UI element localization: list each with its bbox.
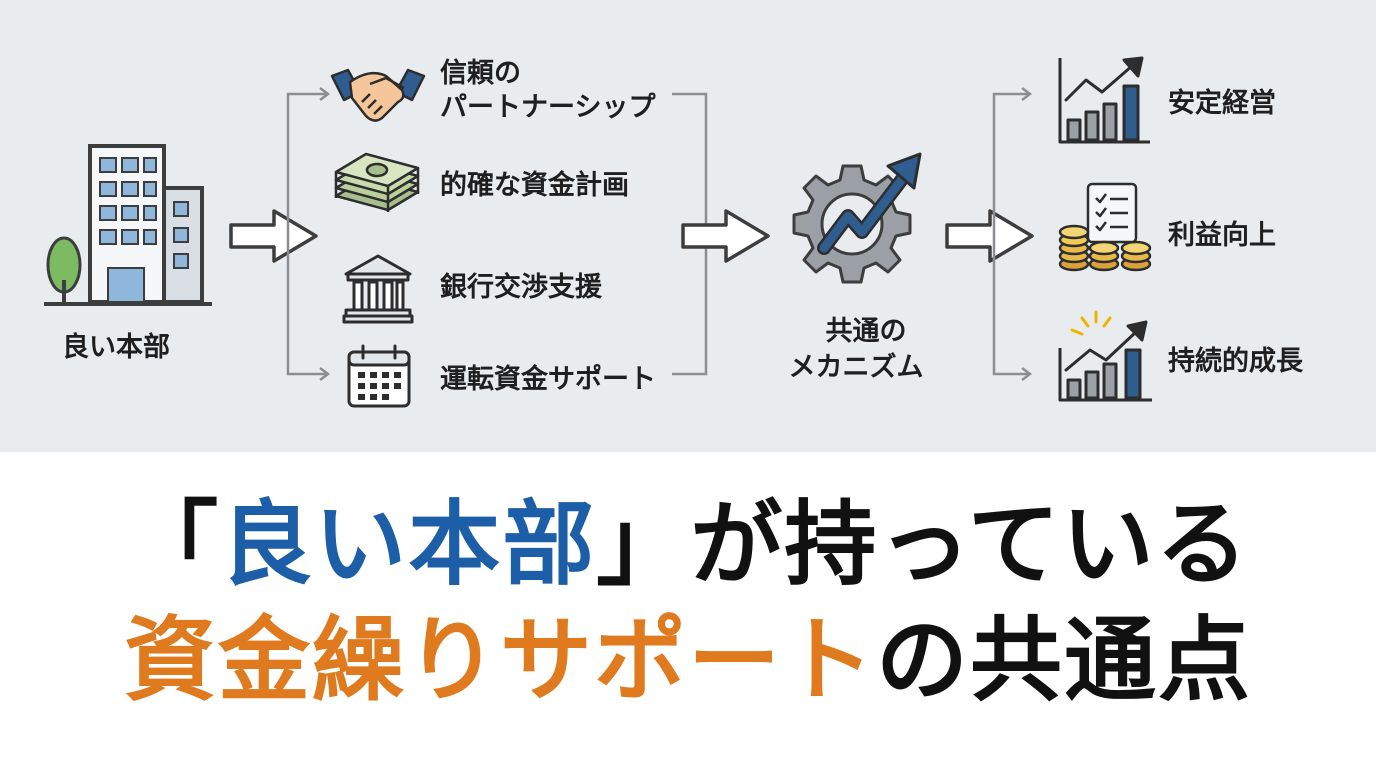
bar-chart-growth-icon bbox=[1058, 56, 1150, 144]
money-stack-icon bbox=[334, 152, 420, 212]
source-label: 良い本部 bbox=[62, 332, 170, 363]
calendar-icon bbox=[347, 344, 411, 408]
headline-line-2-rest: の共通点 bbox=[876, 607, 1253, 714]
service-label-funding-plan: 的確な資金計画 bbox=[440, 170, 629, 201]
headline-line-1: 「良い本部」が持っている bbox=[0, 490, 1376, 600]
outcome-label-stable-management: 安定経営 bbox=[1168, 88, 1276, 119]
bank-icon bbox=[342, 254, 414, 324]
mechanism-label-line1: 共通の bbox=[825, 316, 907, 347]
headline-line-2: 資金繰りサポートの共通点 bbox=[0, 606, 1376, 716]
flow-arrow-1 bbox=[229, 209, 318, 263]
headline-line-1-rest: が持っている bbox=[690, 491, 1250, 598]
service-label-partnership-line1: 信頼の bbox=[440, 58, 521, 89]
outcome-label-profit-improvement: 利益向上 bbox=[1168, 220, 1276, 251]
outcomes-connector bbox=[992, 87, 1033, 381]
flow-arrow-3 bbox=[945, 209, 1034, 263]
service-label-partnership-line2: パートナーシップ bbox=[440, 92, 656, 123]
headline-emphasis-good-hq: 良い本部 bbox=[220, 491, 597, 598]
gear-growth-icon bbox=[792, 152, 922, 284]
office-building-icon bbox=[44, 144, 212, 306]
coins-checklist-icon bbox=[1058, 182, 1152, 272]
handshake-icon bbox=[330, 68, 426, 122]
diagram-panel: 良い本部 信頼の パートナーシップ 的確な資金計画 bbox=[0, 0, 1376, 452]
headline-emphasis-cashflow-support: 資金繰りサポート bbox=[123, 607, 876, 714]
flow-arrow-2 bbox=[681, 209, 770, 263]
headline-close-bracket: 」 bbox=[596, 491, 691, 598]
sparkle-growth-chart-icon bbox=[1058, 310, 1152, 402]
services-connector-left bbox=[286, 87, 331, 381]
outcome-label-sustainable-growth: 持続的成長 bbox=[1168, 346, 1303, 377]
headline-open-bracket: 「 bbox=[126, 491, 221, 598]
mechanism-label-line2: メカニズム bbox=[788, 352, 924, 383]
service-label-bank-negotiation: 銀行交渉支援 bbox=[440, 272, 602, 303]
service-label-working-capital: 運転資金サポート bbox=[440, 364, 656, 395]
